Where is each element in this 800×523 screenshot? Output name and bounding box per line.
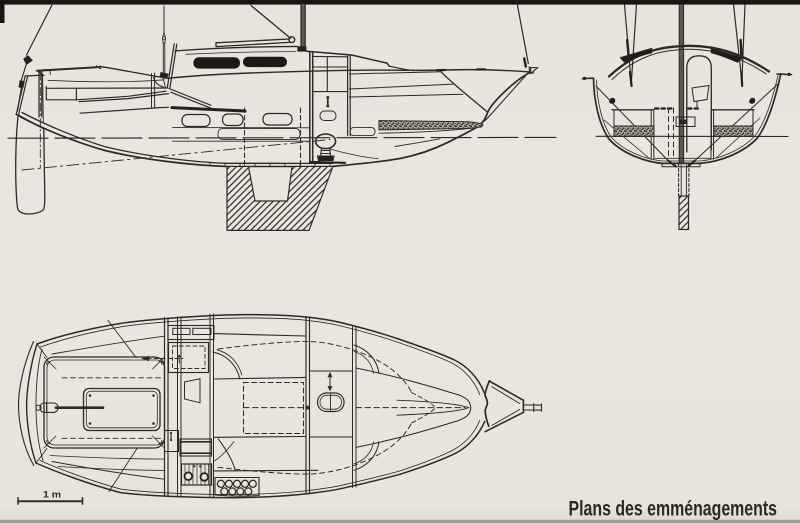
svg-text:1 m: 1 m <box>43 490 61 501</box>
svg-text:Plans des emménagements: Plans des emménagements <box>569 497 778 521</box>
